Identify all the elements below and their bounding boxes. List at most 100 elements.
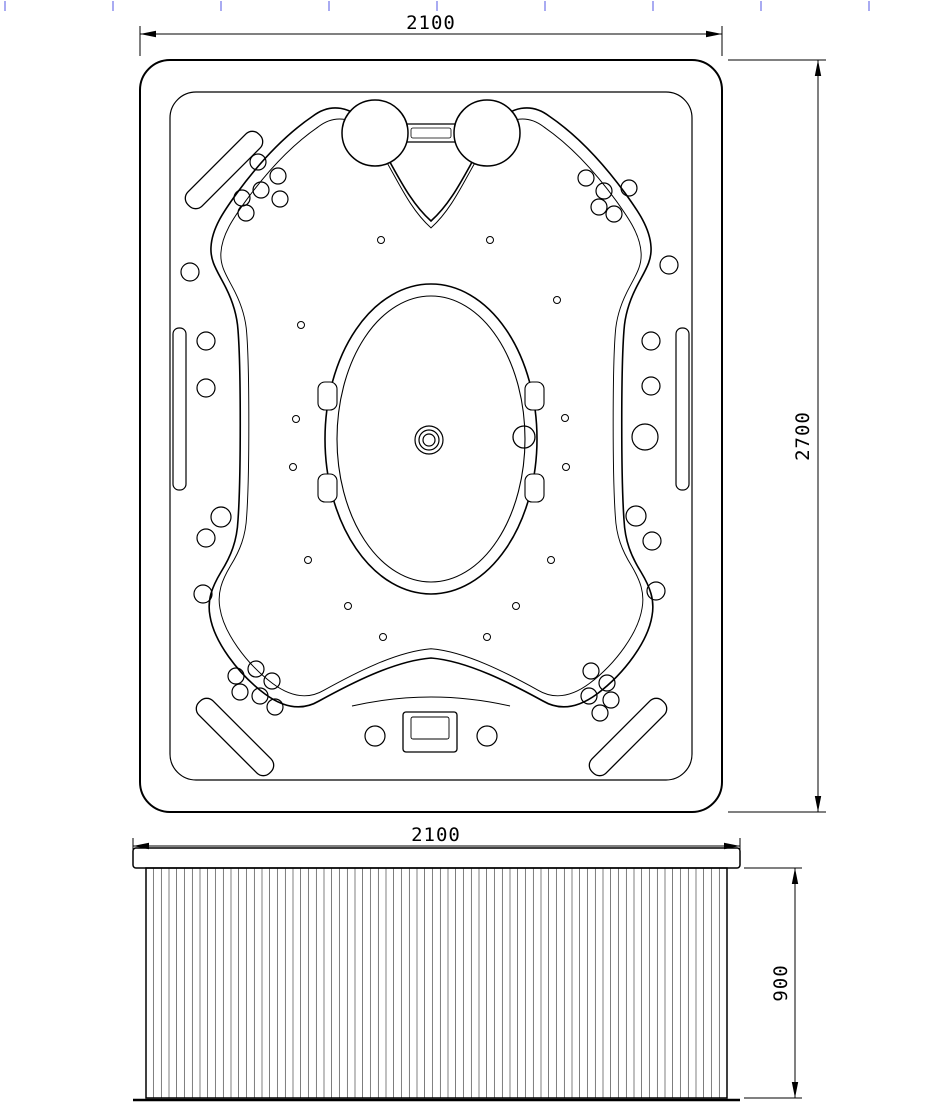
arrowhead (791, 868, 799, 884)
jet (590, 198, 608, 216)
cabinet-body (145, 867, 728, 1099)
pilot-dot (547, 556, 555, 564)
headrest-pad-bottom-left (195, 697, 275, 777)
drain (414, 425, 444, 455)
jet (582, 662, 600, 680)
jet (631, 423, 659, 451)
jet (249, 153, 267, 171)
jet (595, 182, 613, 200)
jet (193, 584, 213, 604)
drain-ring-inner (422, 433, 436, 447)
drain-ring-middle (418, 429, 440, 451)
pilot-dot (297, 321, 305, 329)
bottom-step-curve (351, 696, 511, 707)
arrowhead (706, 30, 722, 38)
jet-center-right (512, 425, 536, 449)
jet (237, 204, 255, 222)
jets-right-edge (625, 255, 679, 601)
arrowhead (814, 60, 822, 76)
top-view (139, 59, 723, 813)
jet (210, 506, 232, 528)
jet (196, 528, 216, 548)
jets-top-right (577, 169, 638, 223)
control-bar-inner (410, 127, 452, 139)
dim-label-top-height: 2700 (792, 411, 814, 461)
waterfall-box (402, 711, 458, 753)
jet (577, 169, 595, 187)
dimension-side-width (132, 838, 741, 852)
dimension-side-height (744, 867, 802, 1099)
pilot-dot (344, 602, 352, 610)
pilot-dot (553, 296, 561, 304)
pilot-dot (292, 415, 300, 423)
jet (641, 331, 661, 351)
jet (247, 660, 265, 678)
jet (605, 205, 623, 223)
jet (266, 698, 284, 716)
jet (180, 262, 200, 282)
ruler-ticks (4, 1, 870, 11)
side-view (132, 847, 741, 1102)
cabinet-lip (132, 847, 741, 869)
jet (580, 687, 598, 705)
pilot-dot (377, 236, 385, 244)
dimension-top-height (728, 59, 826, 813)
jet (227, 667, 245, 685)
dim-label-top-width: 2100 (406, 12, 456, 34)
jets-bottom-right (580, 662, 620, 722)
jet (602, 691, 620, 709)
jet (641, 376, 661, 396)
oval-jet-left-upper (317, 381, 338, 411)
pilot-dot (512, 602, 520, 610)
jets-top-left (233, 153, 289, 222)
arrowhead (814, 796, 822, 812)
tub-contour (208, 107, 654, 708)
jet (196, 378, 216, 398)
jet (642, 531, 662, 551)
footwell-oval-outer (324, 283, 538, 595)
jet (364, 725, 386, 747)
jet (269, 167, 287, 185)
footwell-oval-inner (336, 295, 526, 583)
oval-jet-left-lower (317, 473, 338, 503)
lumbar-pad-left (172, 327, 187, 491)
dim-label-side-height: 900 (770, 964, 792, 1001)
tub-contour-inner (218, 118, 644, 697)
dim-label-side-width: 2100 (411, 824, 461, 846)
jet (620, 179, 638, 197)
oval-jet-right-lower (524, 473, 545, 503)
pilot-dot (562, 463, 570, 471)
headrest-pad-top-left (184, 130, 264, 210)
arrowhead (791, 1082, 799, 1098)
jets-bottom-center (364, 725, 498, 747)
pillow-right (453, 99, 521, 167)
tub-rim-inner (169, 91, 693, 781)
arrowhead (133, 842, 149, 850)
pilot-dots (289, 236, 570, 641)
jet (196, 331, 216, 351)
jet (263, 672, 281, 690)
jets-bottom-left (227, 660, 284, 716)
arrowhead (724, 842, 740, 850)
jets-left-edge (180, 262, 232, 604)
pilot-dot (561, 414, 569, 422)
jet (271, 190, 289, 208)
jet (252, 181, 270, 199)
pilot-dot (379, 633, 387, 641)
jet (591, 704, 609, 722)
control-bar (403, 123, 459, 143)
oval-jet-right-upper (524, 381, 545, 411)
pilot-dot (304, 556, 312, 564)
lumbar-pad-right (675, 327, 690, 491)
headrest-pad-bottom-right (588, 697, 668, 777)
jet (659, 255, 679, 275)
jet (598, 674, 616, 692)
pilot-dot (486, 236, 494, 244)
jet (625, 505, 647, 527)
waterfall-box-inner (410, 716, 450, 740)
tub-outer-shell (139, 59, 723, 813)
jet (251, 687, 269, 705)
pillow-left (341, 99, 409, 167)
